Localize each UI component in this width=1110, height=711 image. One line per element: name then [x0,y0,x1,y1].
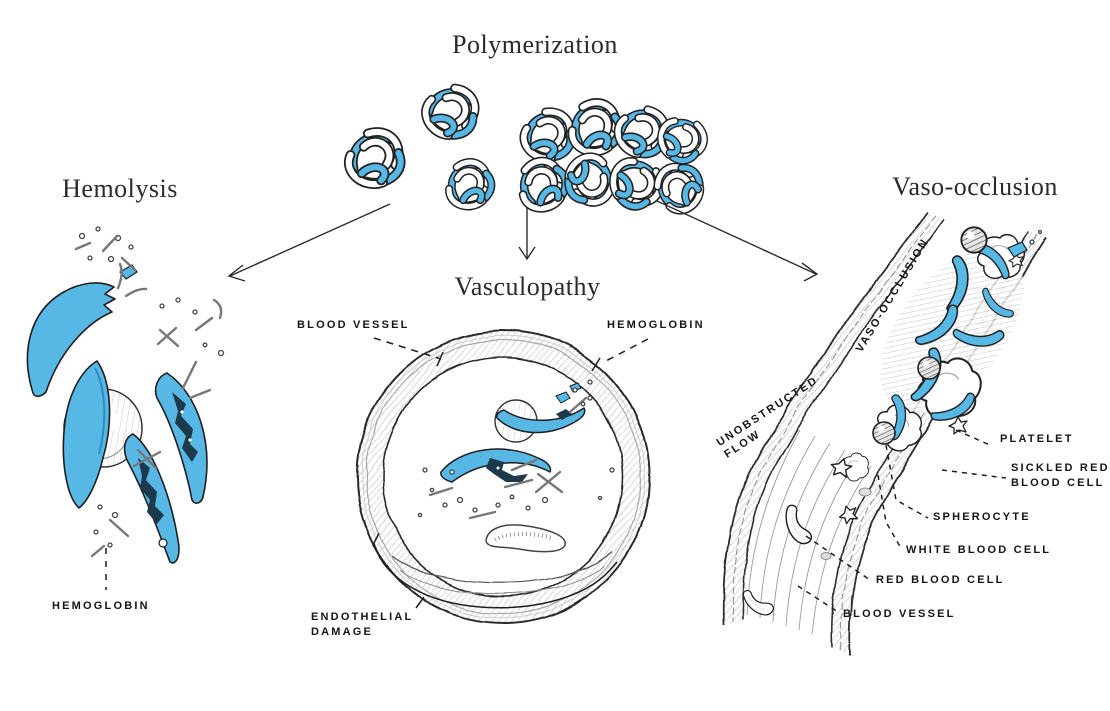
polymerization-title: Polymerization [452,30,618,59]
hemoglobin-tetramer [349,132,401,184]
red-blood-cell-label: RED BLOOD CELL [876,574,1005,586]
spherocyte [872,421,896,445]
white-blood-cell-label: WHITE BLOOD CELL [906,544,1052,556]
sickled-cell-torn [123,433,180,564]
hemoglobin-tetramer [419,79,483,143]
hemoglobin-debris [74,226,137,272]
platelet-leader-line [955,429,993,447]
vasculopathy-blood-vessel-label: BLOOD VESSEL [297,319,410,331]
sickled-label-line2: BLOOD CELL [1011,477,1105,489]
vasculopathy-hemoglobin-label: HEMOGLOBIN [607,319,705,331]
hemolysis-illustration [26,226,225,590]
flow-lines [746,429,872,635]
sickled-cell [62,360,111,509]
endothelial-damage-line2: DAMAGE [311,626,374,638]
polymerization-illustration [349,79,711,216]
cell-blob [858,487,872,497]
spherocyte [917,356,941,380]
endothelial-damage-line1: ENDOTHELIAL [311,611,414,623]
occlusion-cluster [837,226,1043,485]
cell-blob [820,552,832,560]
hemoglobin-tetramer [441,157,497,213]
sickled-cell-torn [154,360,212,504]
arrow-to-hemolysis [227,203,391,282]
vaso-blood-vessel-label: BLOOD VESSEL [843,608,956,620]
wall-tick [591,357,601,372]
rbc-leader-line [805,535,871,581]
hemoglobin-debris [417,379,615,520]
spherocyte-label: SPHEROCYTE [933,511,1031,523]
vasculopathy-illustration [356,330,650,624]
endothelial-damage-bracket [373,532,618,609]
red-blood-cell [739,582,777,622]
hemoglobin-debris [90,504,130,558]
wall-tick [436,351,444,367]
blood-vessel-ring [356,330,650,624]
sickled-cell-bursting [26,262,148,398]
hemolysis-title: Hemolysis [62,174,178,203]
platelet-label: PLATELET [1000,433,1074,445]
spherocyte-leader-line [885,444,929,519]
damaged-cell [485,524,566,553]
vaso-occlusion-illustration [722,211,1047,656]
endothelial-damage-label: ENDOTHELIAL DAMAGE [311,610,413,640]
vaso-occlusion-title: Vaso-occlusion [892,172,1058,201]
hemolysis-hemoglobin-label: HEMOGLOBIN [52,600,150,612]
leader-lines [797,429,1007,613]
sickled-red-blood-cell-label: SICKLED RED BLOOD CELL [1011,461,1110,491]
red-blood-cell [782,501,814,547]
sickled-cell-torn [440,448,552,489]
vasculopathy-title: Vasculopathy [454,272,601,301]
arrow-to-vasculopathy [518,208,536,261]
spherocyte [960,226,988,254]
arrow-to-vaso-occlusion [656,200,819,282]
polymer-aggregate [510,98,711,217]
vessel-leader-line [797,585,839,613]
sickled-label-line1: SICKLED RED [1011,462,1110,474]
branch-arrows [227,200,819,282]
hemoglobin-debris [156,297,225,357]
free-flow-cells [739,454,872,622]
cell-fragment [1007,241,1028,258]
blood-vessel-leader-line [373,337,442,360]
hemoglobin-leader-line [601,338,649,364]
sickled-leader-line [941,469,1007,479]
